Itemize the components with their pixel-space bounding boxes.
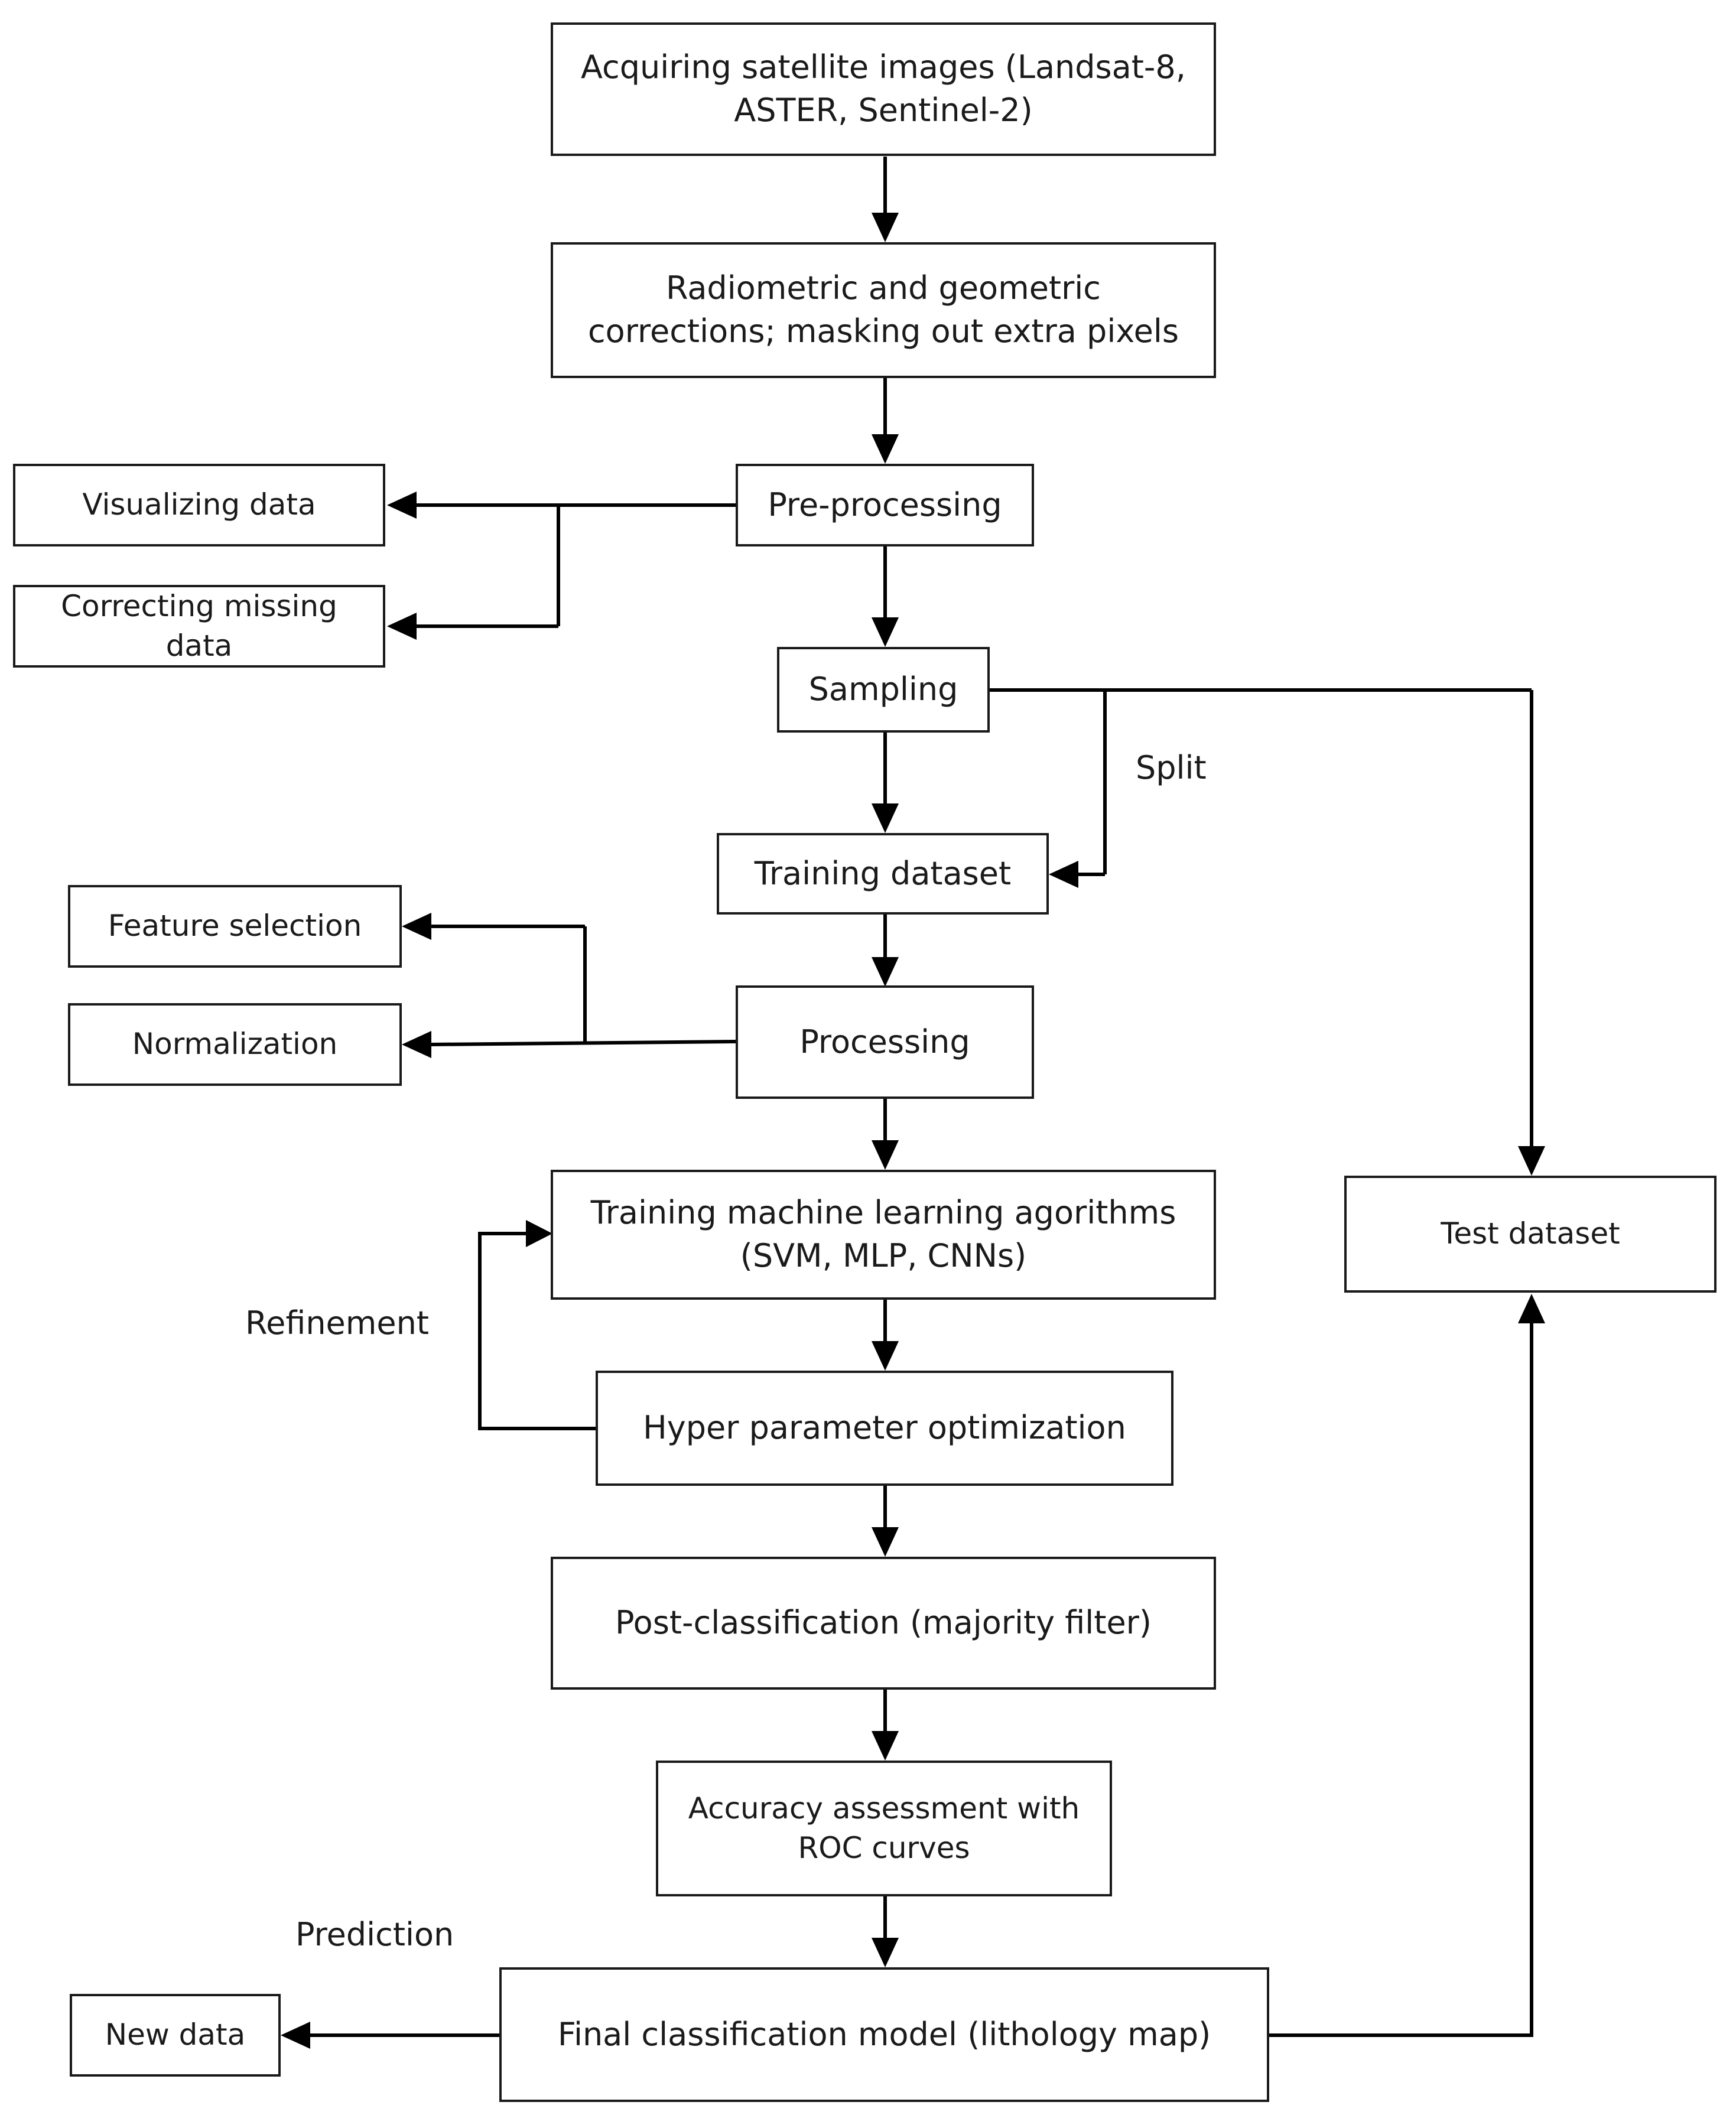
node-test-dataset: Test dataset (1344, 1176, 1717, 1293)
node-test-dataset-text: Test dataset (1441, 1216, 1620, 1251)
node-accuracy-text: Accuracy assessment with ROC curves (688, 1791, 1080, 1866)
node-final-model: Final classification model (lithology ma… (499, 1967, 1269, 2102)
arrowhead (1518, 1146, 1545, 1176)
node-correcting-missing: Correcting missing data (13, 585, 385, 668)
arrowhead (1518, 1294, 1545, 1323)
node-sampling: Sampling (777, 647, 990, 733)
label-refinement: Refinement (245, 1304, 430, 1342)
node-feature-selection-text: Feature selection (108, 909, 362, 943)
node-final-model-text: Final classification model (lithology ma… (557, 2015, 1211, 2053)
arrowhead (872, 803, 899, 833)
arrowhead (1049, 861, 1078, 888)
arrowhead (872, 1527, 899, 1557)
arrowhead (872, 434, 899, 464)
node-hyperparam-text: Hyper parameter optimization (643, 1409, 1126, 1447)
arrow-final-to-test (1269, 1323, 1533, 2037)
node-acquire-text: Acquiring satellite images (Landsat-8, A… (581, 48, 1186, 129)
arrowhead (872, 617, 899, 647)
arrowhead (872, 1731, 899, 1761)
node-normalization-text: Normalization (132, 1027, 338, 1062)
node-preprocessing: Pre-processing (736, 464, 1034, 546)
node-new-data-text: New data (105, 2018, 246, 2052)
node-accuracy: Accuracy assessment with ROC curves (656, 1761, 1112, 1896)
node-preprocessing-text: Pre-processing (768, 486, 1002, 523)
node-processing: Processing (736, 985, 1034, 1099)
label-prediction: Prediction (295, 1916, 454, 1953)
node-visualizing: Visualizing data (13, 464, 385, 546)
arrowhead (281, 2022, 310, 2049)
refinement-loop (478, 1232, 597, 1430)
node-hyperparam: Hyper parameter optimization (596, 1371, 1173, 1486)
node-processing-text: Processing (799, 1023, 970, 1060)
arrowhead (872, 1341, 899, 1371)
node-corrections: Radiometric and geometric corrections; m… (551, 242, 1216, 378)
arrowhead (402, 1031, 431, 1058)
node-normalization: Normalization (68, 1003, 402, 1086)
arrowhead (872, 1140, 899, 1170)
arrowhead (872, 213, 899, 242)
node-feature-selection: Feature selection (68, 885, 402, 968)
node-post-classification-text: Post-classification (majority filter) (615, 1604, 1152, 1642)
node-acquire: Acquiring satellite images (Landsat-8, A… (551, 22, 1216, 156)
node-training-ml: Training machine learning agorithms (SVM… (551, 1170, 1216, 1300)
label-split: Split (1136, 749, 1207, 786)
node-new-data: New data (70, 1994, 281, 2077)
arrowhead (872, 957, 899, 987)
arrowhead (526, 1220, 552, 1247)
arrowhead (872, 1938, 899, 1967)
node-post-classification: Post-classification (majority filter) (551, 1557, 1216, 1690)
arrowhead (387, 613, 417, 640)
arrowhead (402, 913, 431, 940)
node-sampling-text: Sampling (808, 671, 958, 708)
node-training-dataset-text: Training dataset (754, 854, 1012, 892)
node-correcting-missing-text: Correcting missing data (61, 588, 337, 663)
node-training-dataset: Training dataset (717, 833, 1049, 915)
node-corrections-text: Radiometric and geometric corrections; m… (587, 269, 1179, 350)
node-visualizing-text: Visualizing data (82, 487, 316, 522)
arrow-processing-to-normalization (431, 1040, 736, 1046)
arrowhead (387, 492, 417, 519)
node-training-ml-text: Training machine learning agorithms (SVM… (590, 1194, 1176, 1274)
